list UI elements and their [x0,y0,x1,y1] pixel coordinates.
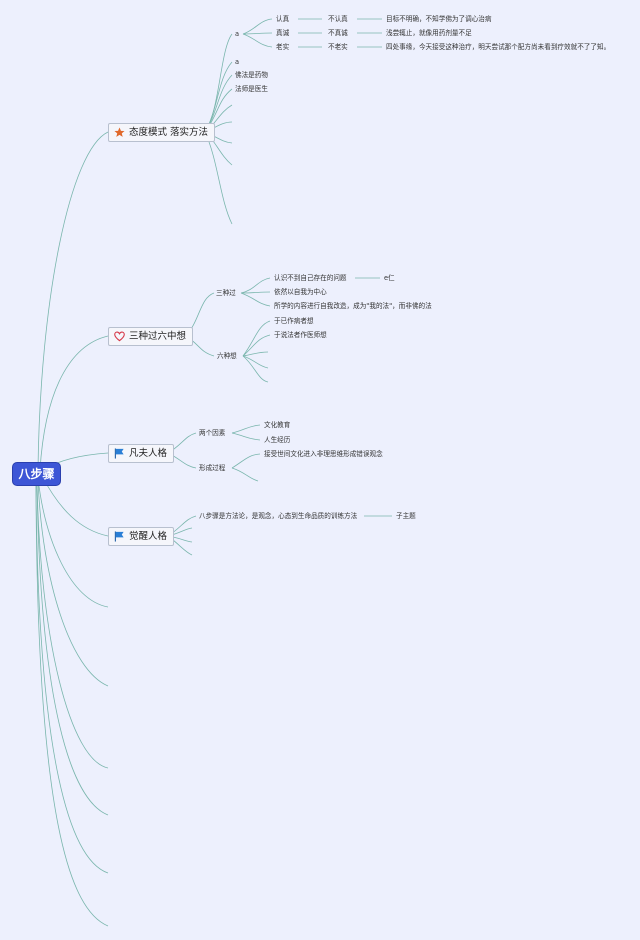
topic-label: 态度模式 落实方法 [129,127,209,138]
topic-label: 觉醒人格 [129,531,168,542]
topic-three-faults[interactable]: 三种过六中想 [108,327,194,346]
node-dharma-medicine[interactable]: 佛法是药物 [235,71,268,79]
node-burenzhen[interactable]: 不认真 [328,15,348,23]
topic-label: 凡夫人格 [129,448,168,459]
topic-label: 三种过六中想 [129,331,187,342]
node-detail-2[interactable]: 浅尝辄止，就像用药剂量不足 [386,29,472,37]
node-six-thoughts[interactable]: 六种想 [217,352,237,360]
node-a[interactable]: a [235,30,240,38]
topic-ordinary-personality[interactable]: 凡夫人格 [108,444,175,463]
node-methodology[interactable]: 八步骤是方法论，是观念，心态到生命品质的训练方法 [199,512,358,520]
flag-icon [114,531,124,542]
node-zhencheng[interactable]: 真诚 [276,29,290,37]
node-detail-3[interactable]: 四处事缘，今天接受这种治疗，明天尝试那个配方尚未看到疗效就不了了知。 [386,43,611,51]
topic-attitude-mode[interactable]: 态度模式 落实方法 [108,123,216,142]
node-detail-1[interactable]: 目标不明确，不知学佛为了调心治病 [386,15,492,23]
node-three-faults[interactable]: 三种过 [216,289,236,297]
node-thought-2[interactable]: 于说法者作医师想 [274,331,327,339]
node-renzhen[interactable]: 认真 [276,15,290,23]
root-topic[interactable]: 八步骤 [13,463,60,485]
node-fault-3[interactable]: 所学的内容进行自我改造，成为"我的法"，而非佛的法 [274,302,432,310]
node-formation-detail[interactable]: 接受世间文化进入非理思维形成错误观念 [264,450,383,458]
node-teacher-doctor[interactable]: 法师是医生 [235,85,268,93]
node-formation[interactable]: 形成过程 [199,464,226,472]
node-fault-1[interactable]: 认识不到自己存在的问题 [274,274,347,282]
node-education[interactable]: 文化教育 [264,421,291,429]
flag-icon [114,448,124,459]
heart-icon [114,331,125,342]
node-subtopic[interactable]: 子主题 [396,512,416,520]
node-laoshi[interactable]: 老实 [276,43,290,51]
node-two-factors[interactable]: 两个因素 [199,429,226,437]
node-experience[interactable]: 人生经历 [264,436,291,444]
node-a-2[interactable]: a [235,58,240,66]
node-buzhencheng[interactable]: 不真诚 [328,29,348,37]
node-fault-tail[interactable]: e仁 [384,274,395,282]
node-bulaoshi[interactable]: 不老实 [328,43,348,51]
topic-awakened-personality[interactable]: 觉醒人格 [108,527,175,546]
star-icon [114,127,125,137]
node-thought-1[interactable]: 于已作病者想 [274,317,314,325]
node-fault-2[interactable]: 依然以自我为中心 [274,288,327,296]
